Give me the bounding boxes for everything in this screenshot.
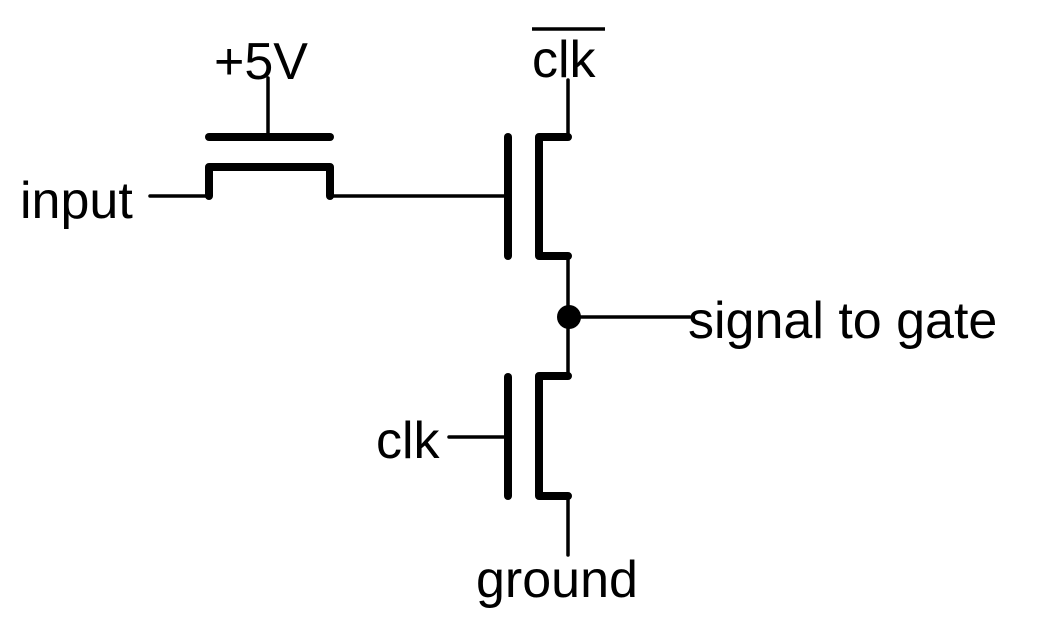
lower-transistor-channel	[535, 372, 572, 500]
supply-label: +5V	[214, 33, 308, 91]
upper-transistor-channel	[535, 133, 572, 260]
ground-label: ground	[476, 551, 638, 609]
output-label: signal to gate	[688, 292, 997, 350]
input-label: input	[20, 172, 133, 230]
pass-transistor-channel	[205, 163, 334, 200]
clk-bar-label: clk	[532, 31, 597, 89]
clk-label: clk	[376, 412, 441, 470]
